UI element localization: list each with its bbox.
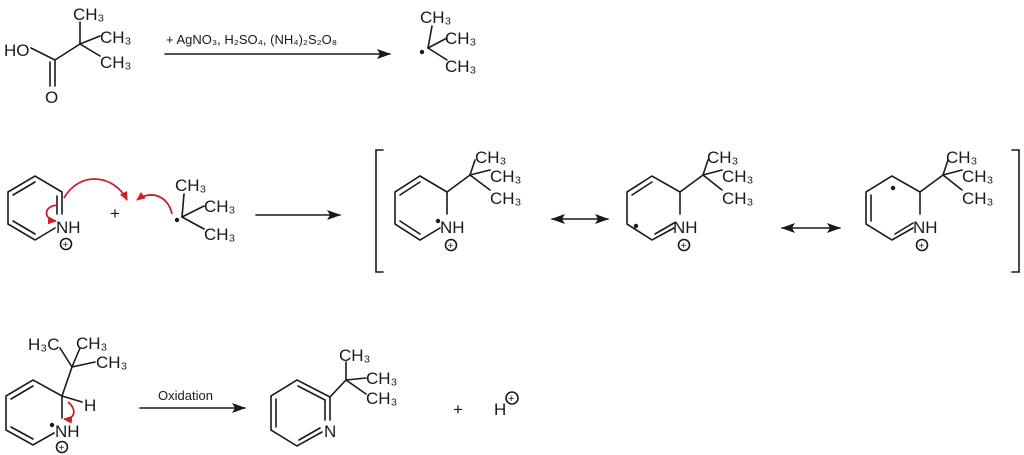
reagents-label: + AgNO₃, H₂SO₄, (NH₄)₂S₂O₈ (166, 32, 337, 47)
methyl-label: CH₃ (100, 53, 131, 72)
proton: H + (494, 391, 519, 419)
radical-dot (633, 223, 639, 229)
left-bracket (375, 149, 384, 273)
methyl-label: CH₃ (366, 369, 397, 388)
positive-charge (55, 440, 69, 454)
resonance-structure-3: CH₃ CH₃ CH₃ NH + (865, 148, 993, 252)
plus-sign: + (110, 204, 120, 223)
methyl-label: CH₃ (707, 148, 738, 167)
positive-charge (677, 238, 691, 252)
nh-label: NH (56, 218, 81, 237)
methyl-label: CH₃ (204, 197, 235, 216)
oxidation-label: Oxidation (158, 388, 213, 403)
methyl-label: CH₃ (490, 167, 521, 186)
methyl-label: CH₃ (946, 148, 977, 167)
positive-charge (505, 391, 519, 405)
methyl-label: CH₃ (339, 346, 370, 365)
methyl-label: CH₃ (366, 389, 397, 408)
methyl-label: CH₃ (722, 189, 753, 208)
methyl-label: CH₃ (73, 5, 104, 24)
nh-label: NH (440, 218, 465, 237)
hydrogen-label: H (84, 396, 96, 415)
nh-label: NH (673, 218, 698, 237)
methyl-label: CH₃ (76, 334, 107, 353)
methyl-label: CH₃ (475, 148, 506, 167)
methyl-label: CH₃ (962, 167, 993, 186)
electron-push-arrow (45, 204, 59, 225)
hydrogen-label: H (494, 400, 506, 419)
radical-dot (174, 217, 180, 223)
charge-sign: + (63, 240, 69, 251)
methyl-label: CH₃ (175, 176, 206, 195)
methyl-label: CH₃ (445, 57, 476, 76)
tert-butyl-radical: CH₃ CH₃ CH₃ (419, 8, 476, 76)
resonance-structure-2: CH₃ CH₃ CH₃ NH + (626, 148, 753, 252)
nh-label: NH (55, 422, 80, 441)
methyl-label: CH₃ (204, 225, 235, 244)
methyl-label: H₃C (28, 335, 59, 354)
charge-sign: + (681, 241, 687, 252)
radical-dot (419, 49, 425, 55)
pivalic-acid: HO O CH₃ CH₃ CH₃ (4, 5, 131, 107)
charge-sign: + (448, 241, 454, 252)
methyl-label: CH₃ (96, 353, 127, 372)
nitrogen-label: N (324, 422, 336, 441)
hydroxyl-label: HO (4, 41, 30, 60)
charge-sign: + (59, 443, 65, 454)
pyridinium: NH + (7, 175, 128, 251)
tert-butyl-radical: CH₃ CH₃ CH₃ (136, 176, 235, 244)
electron-push-arrow (136, 191, 173, 215)
methyl-label: CH₃ (420, 8, 451, 27)
positive-charge (59, 237, 73, 251)
2-tert-butylpyridine: CH₃ CH₃ CH₃ N (270, 346, 397, 447)
radical-dot (49, 422, 55, 428)
right-bracket (1011, 149, 1020, 273)
methyl-label: CH₃ (722, 167, 753, 186)
resonance-structure-1: CH₃ CH₃ CH₃ NH + (394, 148, 521, 252)
methyl-label: CH₃ (445, 29, 476, 48)
carbonyl-oxygen-label: O (45, 88, 58, 107)
electron-push-arrow (63, 178, 128, 201)
charge-sign: + (919, 241, 925, 252)
methyl-label: CH₃ (490, 189, 521, 208)
charge-sign: + (508, 393, 514, 405)
plus-sign: + (453, 400, 463, 419)
methyl-label: CH₃ (100, 28, 131, 47)
electron-push-arrow (63, 401, 75, 424)
dihydropyridinyl-intermediate: H₃C CH₃ CH₃ H NH + (5, 334, 127, 454)
nh-label: NH (913, 218, 938, 237)
methyl-label: CH₃ (962, 189, 993, 208)
radical-dot (435, 218, 441, 224)
positive-charge (915, 238, 929, 252)
radical-dot (890, 185, 896, 191)
positive-charge (444, 238, 458, 252)
